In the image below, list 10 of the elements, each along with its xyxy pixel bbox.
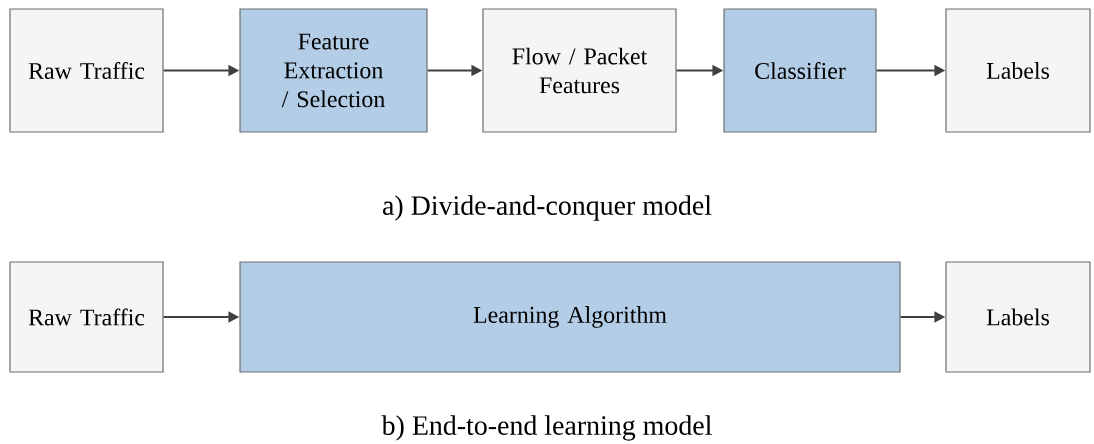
process-box: Raw Traffic [9,261,164,373]
process-box: Flow / Packet Features [482,8,677,133]
caption: a) Divide-and-conquer model [383,195,712,221]
process-box: Classifier [723,8,877,133]
process-box: Labels [945,261,1091,373]
process-box: Raw Traffic [9,8,164,133]
caption: b) End-to-end learning model [381,415,712,441]
process-box: Learning Algorithm [239,261,901,373]
process-box: Feature Extraction / Selection [239,8,428,133]
process-box: Labels [945,8,1091,133]
